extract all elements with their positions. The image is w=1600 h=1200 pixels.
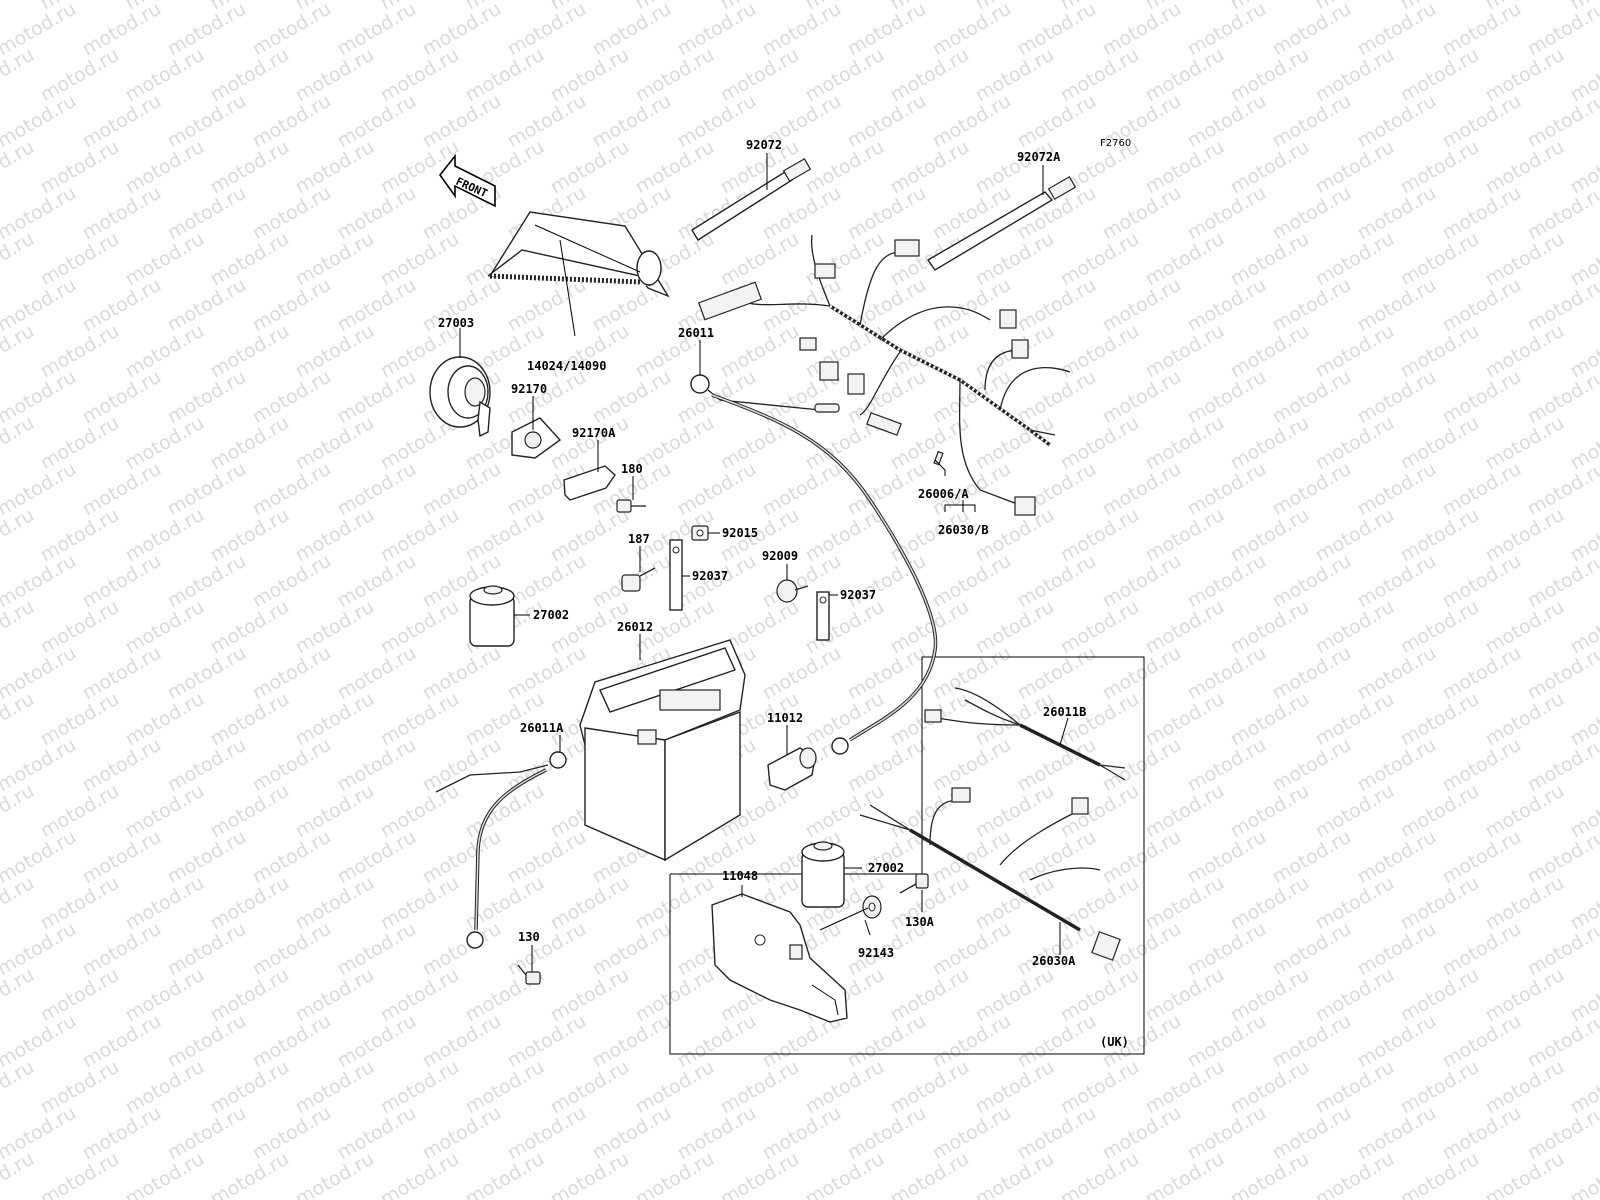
ground-cable-26011A-part [435,751,567,949]
main-harness-26030-part [697,234,1071,516]
uk-harness-26030A-part [859,787,1121,961]
front-arrow-icon: FRONT [438,153,496,208]
label-92072: 92072 [746,138,782,152]
label-27003: 27003 [438,316,474,330]
horn-part [429,356,491,438]
part-labels: 27003 14024/14090 92170 92170A 180 187 9… [438,138,1086,968]
label-92170: 92170 [511,382,547,396]
bolt-180-part [616,499,646,513]
band-92072A-part [926,175,1077,271]
collar-92143-part [862,895,882,919]
band-92072-part [691,157,812,241]
label-26011: 26011 [678,326,714,340]
leader-lines [459,153,1069,972]
label-26006-A: 26006/A [918,487,969,501]
terminal-92037-right-part [816,591,830,641]
uk-region-label: (UK) [1100,1035,1129,1049]
relay-27002-part [469,585,515,647]
label-92072A: 92072A [1017,150,1061,164]
label-92143: 92143 [858,946,894,960]
bolt-130-part [517,964,541,985]
uk-harness-26011B-part [924,687,1126,781]
battery-case-part [487,211,670,298]
label-11012: 11012 [767,711,803,725]
label-11048: 11048 [722,869,758,883]
nut-92015-part [691,525,709,541]
battery-cable-26011-part [690,374,938,755]
terminal-92037-left-part [669,539,683,611]
label-187: 187 [628,532,650,546]
label-92037-right: 92037 [840,588,876,602]
diagram-code: F2760 [1100,138,1131,149]
label-27002: 27002 [533,608,569,622]
bracket-92170A-part [563,465,616,501]
label-92170A: 92170A [572,426,616,440]
label-130: 130 [518,930,540,944]
label-27002-uk: 27002 [868,861,904,875]
bracket-11048-part [711,893,848,1023]
bolt-92009-part [776,579,809,603]
label-130A: 130A [905,915,935,929]
label-92009: 92009 [762,549,798,563]
bracket-92170-part [511,417,562,459]
label-26011B: 26011B [1043,705,1086,719]
bolt-187-part [621,567,656,592]
label-14024-14090: 14024/14090 [527,359,606,373]
label-26030A: 26030A [1032,954,1076,968]
label-180: 180 [621,462,643,476]
label-92037-left: 92037 [692,569,728,583]
relay-27002-uk-part [801,841,845,908]
label-26012: 26012 [617,620,653,634]
battery-part [579,639,746,862]
bolt-130A-part [899,873,929,894]
terminal-cover-11012-part [767,747,817,791]
label-26030-B: 26030/B [938,523,989,537]
label-92015: 92015 [722,526,758,540]
label-26011A: 26011A [520,721,564,735]
